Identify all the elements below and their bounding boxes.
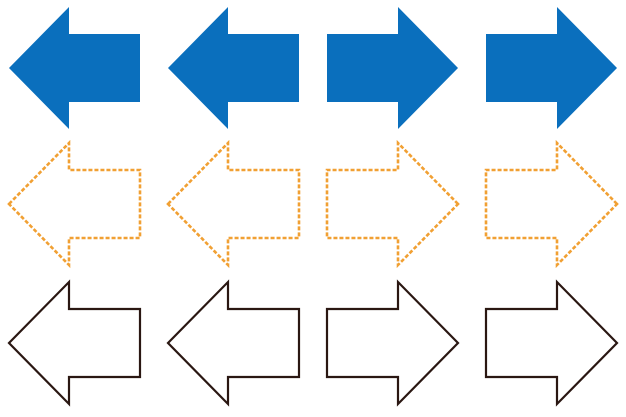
- arrow-right-icon: [325, 279, 460, 407]
- arrow-left-icon: [7, 279, 142, 407]
- arrow-right-icon: [484, 139, 619, 269]
- arrow-left-icon: [7, 139, 142, 269]
- arrow-right-icon: [327, 7, 458, 129]
- arrow-left-icon: [166, 279, 301, 407]
- arrow-right-icon: [325, 139, 460, 269]
- arrow-left-icon: [166, 139, 301, 269]
- arrow-left-icon: [9, 7, 140, 129]
- arrow-row-outline: [7, 279, 619, 407]
- arrow-row-solid: [9, 7, 617, 129]
- arrow-right-icon: [484, 279, 619, 407]
- arrow-right-icon: [486, 7, 617, 129]
- arrow-left-icon: [168, 7, 299, 129]
- arrow-row-dashed: [7, 139, 619, 269]
- arrow-rows: [7, 7, 619, 407]
